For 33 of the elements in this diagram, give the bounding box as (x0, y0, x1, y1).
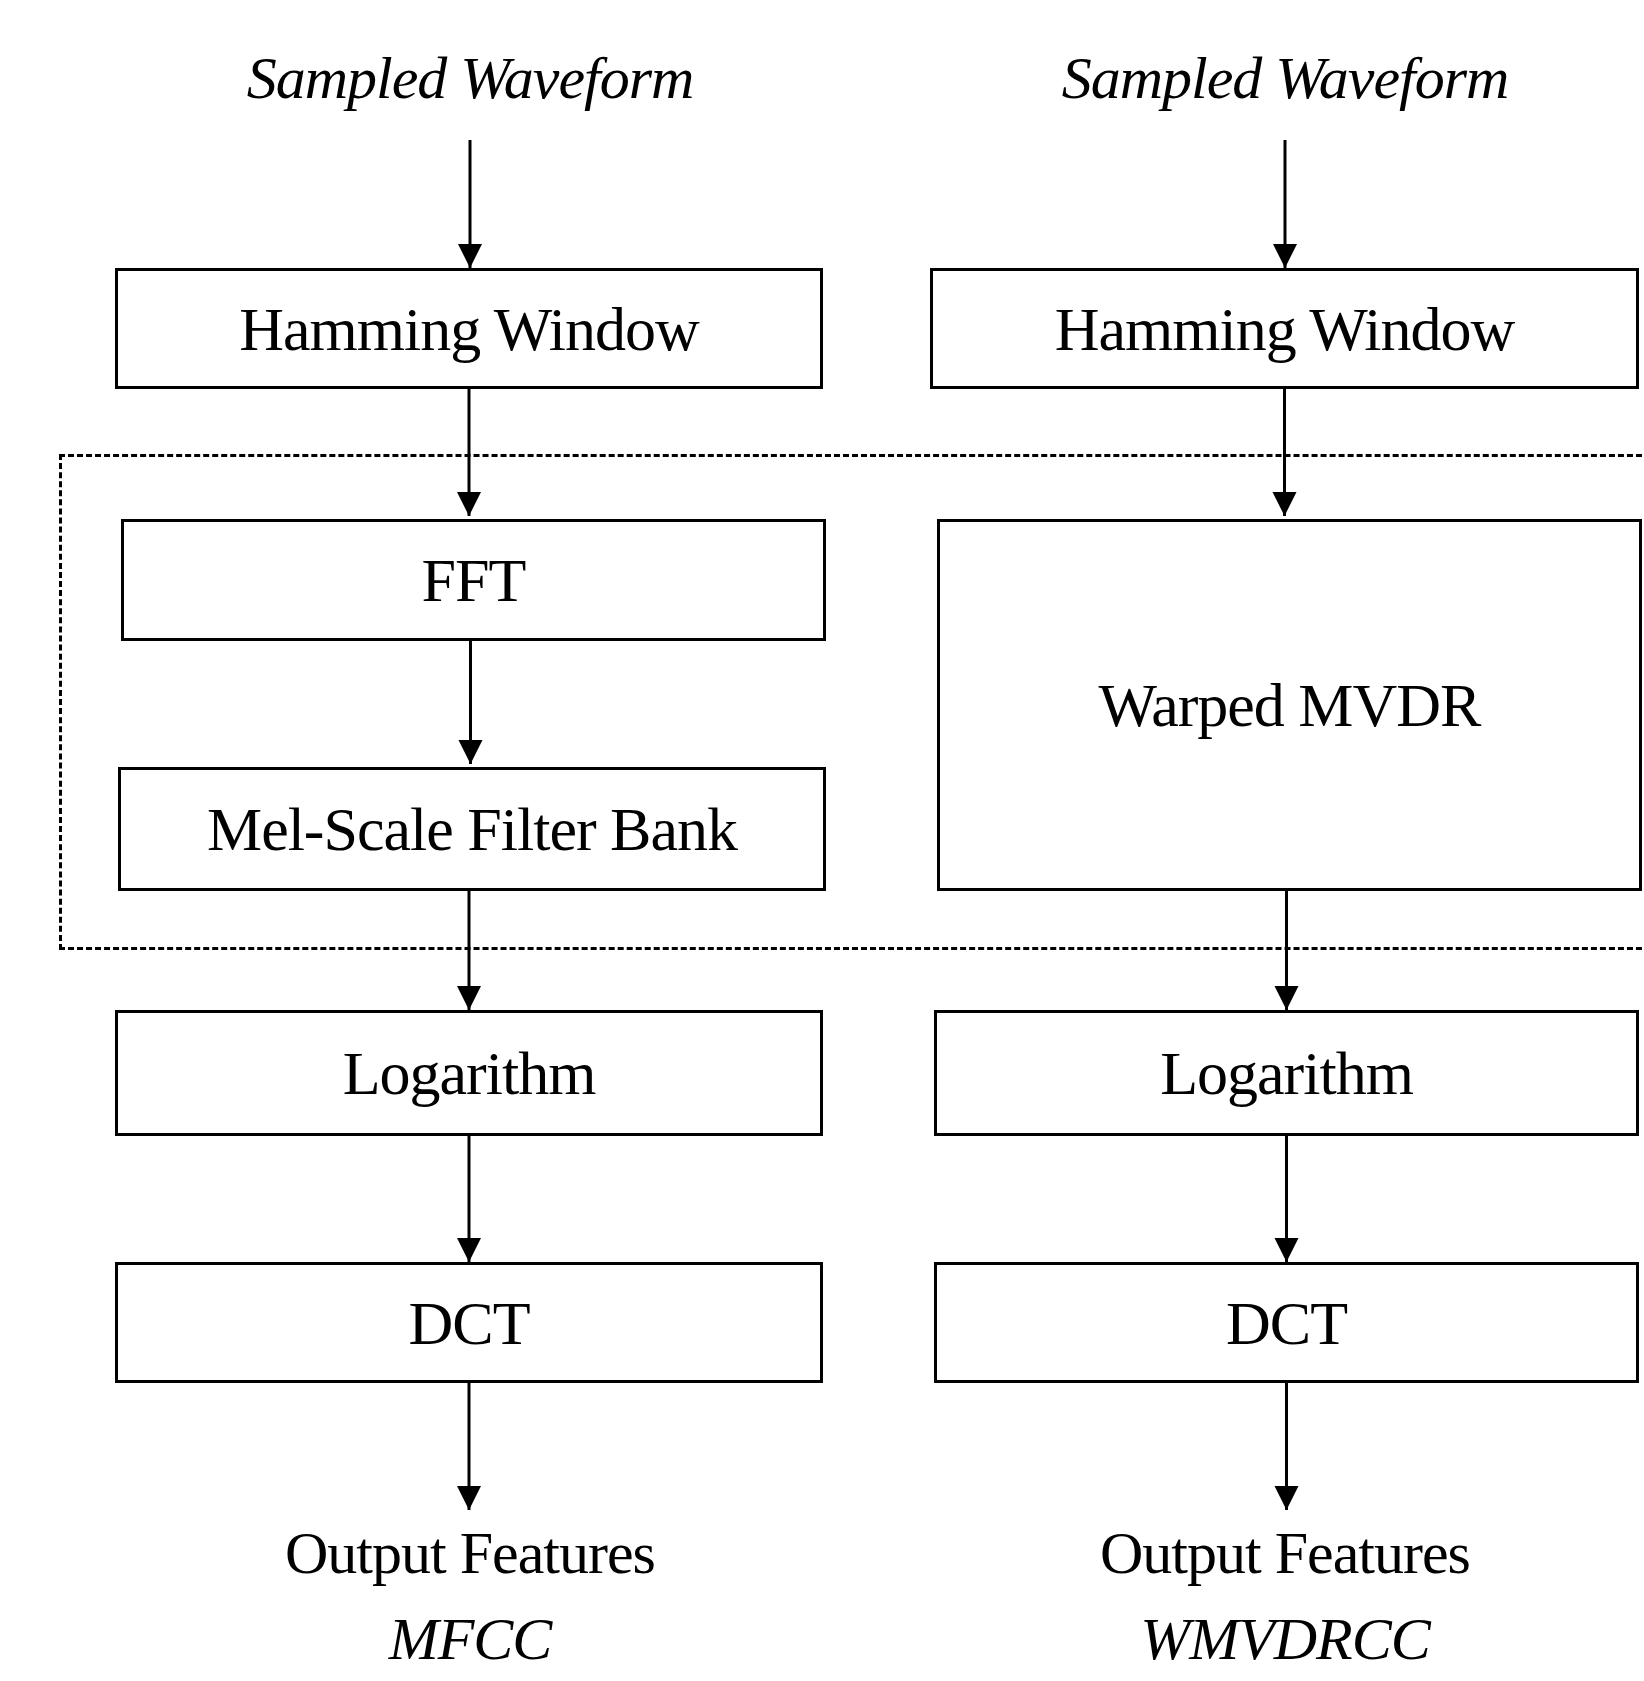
arrow (457, 389, 481, 516)
box-label: Warped MVDR (1098, 670, 1481, 740)
box-label: DCT (408, 1287, 530, 1358)
box-label: Mel-Scale Filter Bank (207, 794, 737, 864)
box-label: Logarithm (342, 1038, 596, 1108)
box-label: Hamming Window (1054, 293, 1515, 364)
process-box (937, 519, 1642, 891)
flow-label: Sampled Waveform (246, 44, 694, 113)
process-box (934, 1010, 1639, 1136)
process-box (121, 519, 826, 641)
box-label: Logarithm (1160, 1038, 1413, 1108)
flow-label: Output Features (285, 1519, 655, 1588)
process-box (115, 268, 823, 389)
box-label: Hamming Window (239, 293, 699, 364)
feature-name: MFCC (388, 1605, 552, 1674)
arrow (1274, 1383, 1299, 1510)
arrow (457, 1383, 481, 1510)
dashed-group-box (59, 454, 1644, 950)
process-box (930, 268, 1639, 389)
feature-name: WMVDRCC (1140, 1605, 1430, 1674)
process-box (115, 1010, 823, 1136)
process-box (934, 1262, 1639, 1383)
flow-label: Output Features (1100, 1519, 1470, 1588)
arrow (1274, 1136, 1299, 1262)
arrow (458, 140, 482, 268)
flow-label: Sampled Waveform (1061, 44, 1509, 113)
box-label: DCT (1226, 1287, 1347, 1358)
arrow (1272, 389, 1297, 516)
arrow (457, 1136, 481, 1262)
process-box (115, 1262, 823, 1383)
box-label: FFT (421, 545, 526, 615)
arrow (1273, 140, 1297, 268)
process-box (118, 767, 826, 891)
